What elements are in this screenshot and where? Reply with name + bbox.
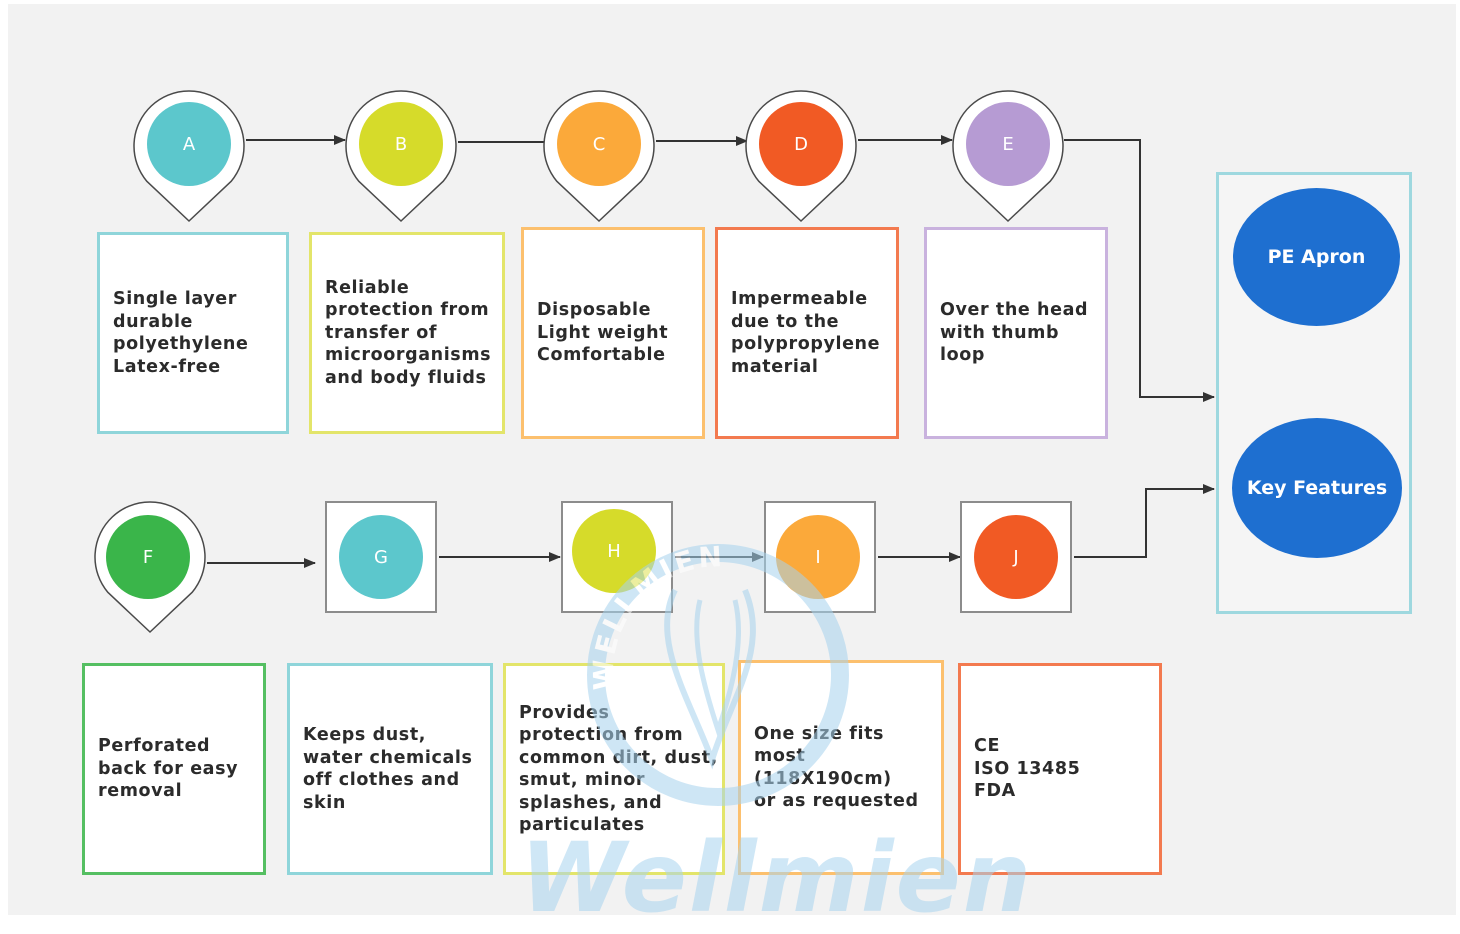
step-circle-e: E [966, 102, 1050, 186]
feature-box-f: Perforated back for easy removal [82, 663, 266, 875]
feature-box-d: Impermeable due to the polypropylene mat… [715, 227, 899, 439]
step-circle-c: C [557, 102, 641, 186]
step-circle-h: H [572, 509, 656, 593]
step-circle-d: D [759, 102, 843, 186]
key-features-label: Key Features [1232, 418, 1402, 558]
feature-box-a: Single layer durable polyethylene Latex-… [97, 232, 289, 434]
feature-box-e: Over the head with thumb loop [924, 227, 1108, 439]
step-circle-i: I [776, 515, 860, 599]
step-circle-f: F [106, 515, 190, 599]
watermark-brand: Wellmien [520, 822, 1034, 934]
product-title: PE Apron [1233, 188, 1400, 326]
step-circle-g: G [339, 515, 423, 599]
step-circle-j: J [974, 515, 1058, 599]
arrow-e-panel [1064, 139, 1215, 402]
step-circle-b: B [359, 102, 443, 186]
step-circle-a: A [147, 102, 231, 186]
arrow-j-panel [1074, 484, 1215, 558]
feature-box-c: Disposable Light weight Comfortable [521, 227, 705, 439]
feature-box-b: Reliable protection from transfer of mic… [309, 232, 505, 434]
feature-box-g: Keeps dust, water chemicals off clothes … [287, 663, 493, 875]
feature-box-j: CE ISO 13485 FDA [958, 663, 1162, 875]
